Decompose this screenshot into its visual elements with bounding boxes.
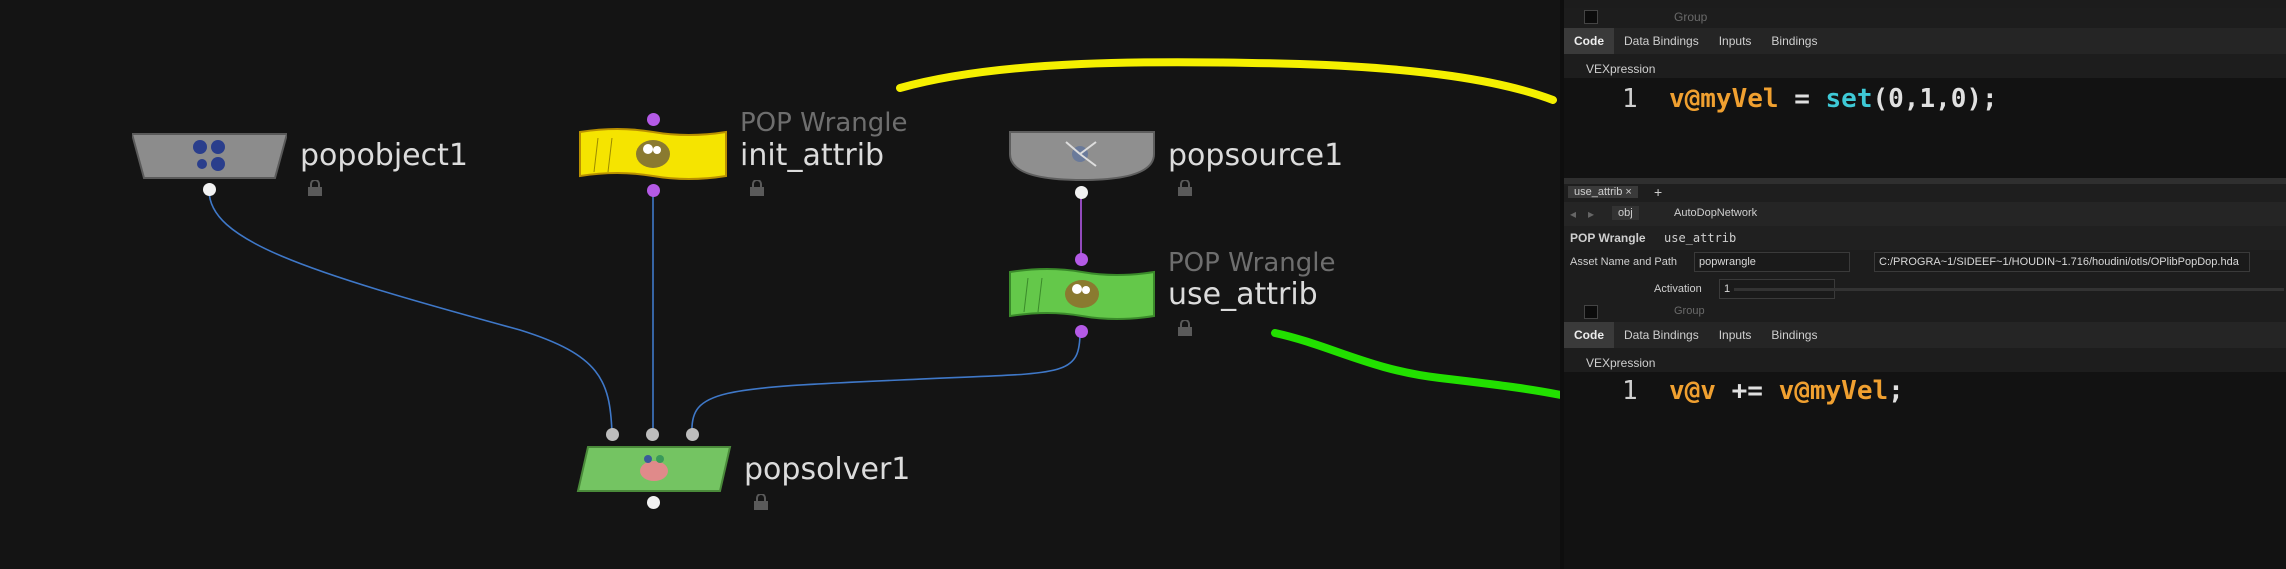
group-checkbox[interactable] [1584,10,1598,24]
init-output[interactable] [647,184,660,197]
group-label: Group [1674,305,1705,317]
popobject-node-shape [132,133,287,179]
node-header: POP Wrangle use_attrib [1564,226,2286,250]
solver-input-1[interactable] [606,428,619,441]
bottom-tab-bar: Code Data Bindings Inputs Bindings [1564,322,2286,348]
activation-label: Activation [1654,283,1702,295]
node-popsource1[interactable] [1008,130,1156,182]
path-bar: ◂ ▸ obj AutoDopNetwork [1564,202,2286,226]
asset-name-field[interactable]: popwrangle [1694,252,1850,272]
tab-data-bindings[interactable]: Data Bindings [1624,328,1699,342]
node-type-use_attrib: POP Wrangle [1168,248,1336,278]
node-label-use_attrib: use_attrib [1168,277,1318,312]
tab-code[interactable]: Code [1564,322,1614,348]
node-name-field[interactable]: use_attrib [1664,231,1737,245]
code-operator: += [1715,376,1779,406]
yellow-annotation-stroke [896,58,1557,104]
asset-label: Asset Name and Path [1570,256,1678,268]
vex-code-editor[interactable]: 1 v@v += v@myVel; [1564,372,2286,569]
tab-bindings[interactable]: Bindings [1771,328,1818,342]
lock-icon[interactable] [1176,320,1194,336]
code-terminator: ; [1888,376,1904,406]
solver-input-2[interactable] [646,428,659,441]
network-editor[interactable]: popobject1 POP Wrangle init_attrib popso… [0,0,1560,569]
popsolver-icon [640,455,668,481]
pane-tab-close-icon[interactable]: × [1625,186,1632,198]
wrangle-icon [1065,280,1099,308]
node-type-label: POP Wrangle [1570,231,1646,245]
use-input[interactable] [1075,253,1088,266]
tab-bindings[interactable]: Bindings [1771,34,1818,48]
node-label-popsource1: popsource1 [1168,138,1344,173]
code-line-1: 1 v@myVel = set(0,1,0); [1622,84,1998,114]
popsolver-output[interactable] [647,496,660,509]
code-attribute: v@myVel [1668,84,1779,114]
popobject-icon [193,140,225,171]
add-tab-icon[interactable]: + [1654,184,1663,200]
lock-icon[interactable] [748,180,766,196]
init-input[interactable] [647,113,660,126]
tab-data-bindings[interactable]: Data Bindings [1624,34,1699,48]
code-operator: = [1778,84,1826,114]
node-type-init_attrib: POP Wrangle [740,108,908,138]
lock-icon[interactable] [1176,180,1194,196]
group-checkbox[interactable] [1584,305,1598,319]
node-popsolver1[interactable] [576,445,732,493]
use-output[interactable] [1075,325,1088,338]
network-wires [208,58,1560,434]
pane-splitter[interactable] [1564,178,2286,184]
vexpression-label: VEXpression [1586,356,1656,370]
path-segment-obj[interactable]: obj [1612,206,1639,220]
path-segment-autodopnetwork[interactable]: AutoDopNetwork [1674,207,1758,219]
code-function: set [1825,84,1873,114]
pane-tab-use_attrib[interactable]: use_attrib × [1568,186,1638,198]
lock-icon[interactable] [752,494,770,510]
group-label: Group [1674,10,1708,24]
vexpression-label: VEXpression [1586,62,1656,76]
node-popobject1[interactable] [132,132,287,180]
asset-path-field[interactable]: C:/PROGRA~1/SIDEEF~1/HOUDIN~1.716/houdin… [1874,252,2250,272]
code-attribute: v@myVel [1778,376,1889,406]
lock-icon[interactable] [306,180,324,196]
pane-tab-bar: use_attrib × + [1564,184,2286,202]
code-args: (0,1,0); [1872,84,1998,114]
popobject-output[interactable] [203,183,216,196]
activation-slider[interactable] [1734,288,2284,291]
pane-tab-label: use_attrib [1574,186,1623,198]
code-attribute: v@v [1668,376,1716,406]
node-use_attrib[interactable] [1008,266,1156,322]
wire-popobject-to-solver [208,189,613,434]
code-line-1: 1 v@v += v@myVel; [1622,376,1904,406]
tab-inputs[interactable]: Inputs [1718,34,1752,48]
node-label-popsolver1: popsolver1 [744,452,911,487]
wire-use-to-solver [691,331,1081,434]
back-icon[interactable]: ◂ [1570,207,1577,221]
vex-code-editor[interactable]: 1 v@myVel = set(0,1,0); [1564,78,2286,178]
solver-input-3[interactable] [686,428,699,441]
node-init_attrib[interactable] [578,126,728,182]
line-number: 1 [1622,376,1638,406]
node-label-init_attrib: init_attrib [740,138,885,173]
popsource-icon [1065,141,1097,167]
top-field-remnant [1564,0,2286,8]
top-tab-bar: Code Data Bindings Inputs Bindings [1564,28,2286,54]
green-annotation-stroke [1271,329,1560,399]
tab-code[interactable]: Code [1564,28,1614,54]
node-label-popobject1: popobject1 [300,138,468,173]
tab-inputs[interactable]: Inputs [1718,328,1752,342]
forward-icon[interactable]: ▸ [1588,207,1595,221]
line-number: 1 [1622,84,1638,114]
parameter-panel: Group Code Data Bindings Inputs Bindings… [1560,0,2286,569]
wrangle-icon [636,140,670,168]
popsource-output[interactable] [1075,186,1088,199]
